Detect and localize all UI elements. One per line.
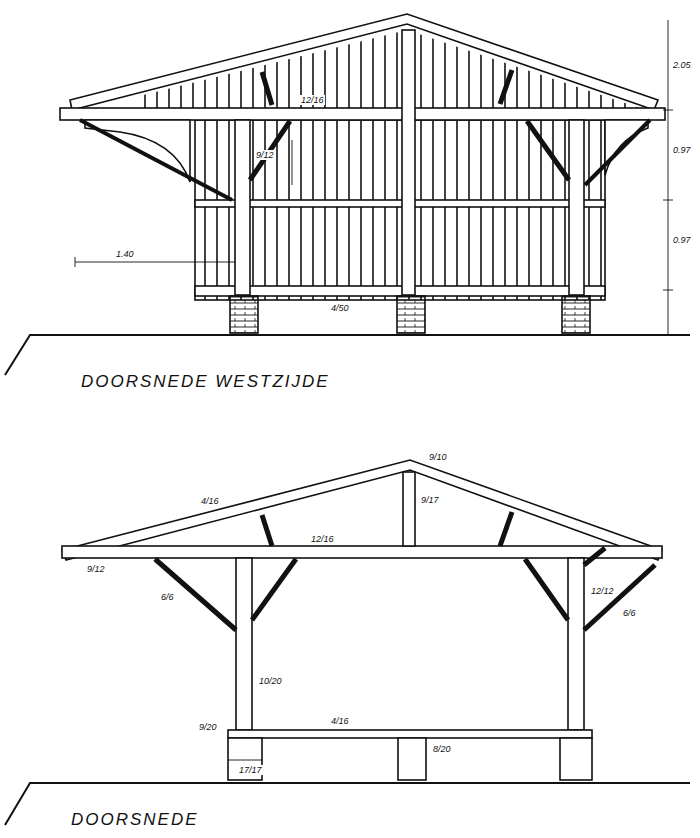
dimension-label: 2.05 bbox=[672, 60, 692, 70]
dimension-label: 6/6 bbox=[622, 608, 637, 618]
dimension-label: 12/12 bbox=[590, 586, 615, 596]
dimension-label: 9/10 bbox=[428, 452, 448, 462]
dimension-label: 4/16 bbox=[330, 716, 350, 726]
dimension-label: 0.97 bbox=[672, 145, 692, 155]
dimension-label: 8/20 bbox=[432, 744, 452, 754]
dimension-label: 10/20 bbox=[258, 676, 283, 686]
dimension-label: 9/12 bbox=[86, 564, 106, 574]
dimension-label: 9/20 bbox=[198, 722, 218, 732]
dimension-label: 1.40 bbox=[115, 249, 135, 259]
dimension-label: 4/16 bbox=[200, 496, 220, 506]
section-caption: DOORSNEDE bbox=[70, 810, 200, 830]
dimension-label: 0.97 bbox=[672, 235, 692, 245]
section-caption: DOORSNEDE WESTZIJDE bbox=[80, 372, 331, 392]
dimension-label: 4/50 bbox=[330, 303, 350, 313]
dimension-label: 17/17 bbox=[238, 765, 263, 775]
dimension-label: 12/16 bbox=[300, 95, 325, 105]
dimension-label: 9/12 bbox=[255, 150, 275, 160]
dimension-label: 6/6 bbox=[160, 592, 175, 602]
dimension-label: 9/17 bbox=[420, 495, 440, 505]
dimension-label: 12/16 bbox=[310, 534, 335, 544]
